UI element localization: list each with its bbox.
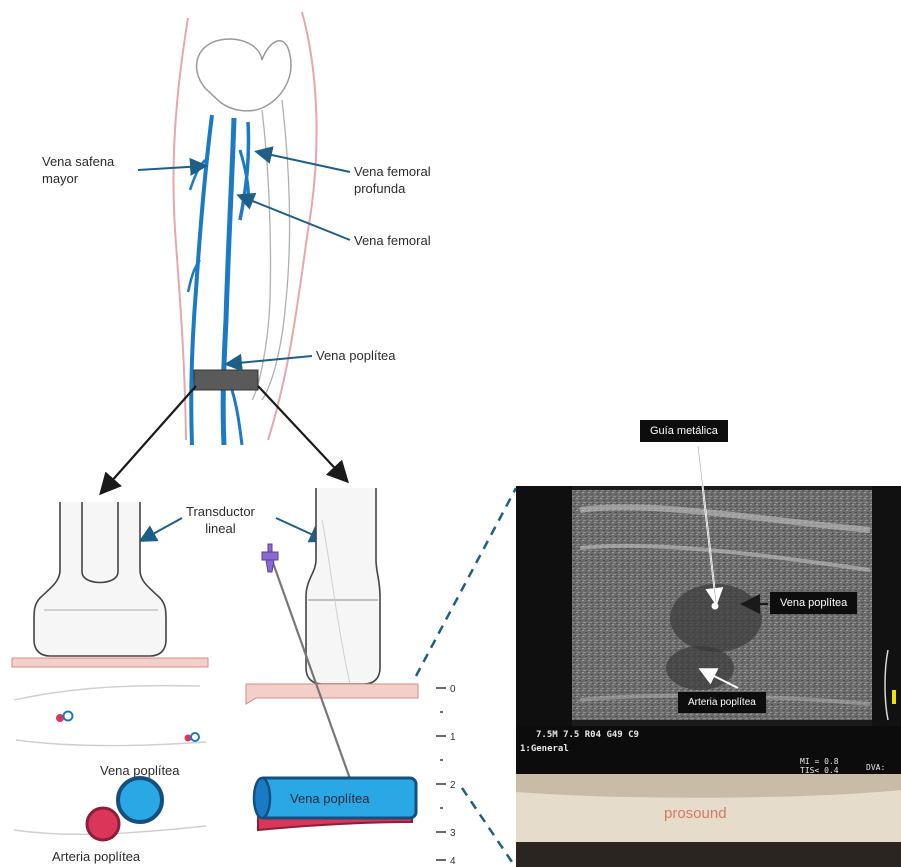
dashed-line-top bbox=[416, 488, 516, 676]
us-guidewire-dot bbox=[712, 603, 719, 610]
arrow-to-cross-section bbox=[102, 386, 196, 492]
label-vena-safena-mayor-line2: mayor bbox=[42, 170, 114, 187]
transducer-cross bbox=[34, 502, 166, 656]
leader-lines bbox=[138, 152, 350, 540]
leg-illustration bbox=[173, 12, 316, 445]
leader-femoral bbox=[240, 196, 350, 240]
label-vena-poplitea-cross: Vena poplítea bbox=[100, 762, 180, 779]
arrow-to-longitudinal bbox=[258, 386, 346, 480]
label-transductor-line2: lineal bbox=[186, 520, 255, 537]
small-vessels bbox=[56, 712, 199, 742]
leader-femoral-profunda bbox=[258, 152, 350, 172]
us-dva: DVA: bbox=[866, 763, 885, 772]
leader-transductor bbox=[142, 518, 182, 540]
us-right-panel bbox=[872, 486, 901, 726]
label-us-vena-poplitea: Vena poplítea bbox=[770, 592, 857, 614]
tissue-line-cross-1 bbox=[14, 686, 200, 700]
pelvis-bone bbox=[197, 39, 291, 111]
tissue-line-cross-2 bbox=[16, 740, 206, 746]
leg-skin-outline-left bbox=[173, 18, 188, 440]
leg-skin-outline-right bbox=[268, 12, 317, 440]
depth-label-1: 1 bbox=[450, 732, 456, 743]
depth-label-2: 2 bbox=[450, 780, 456, 791]
label-vena-femoral-profunda-line1: Vena femoral bbox=[354, 163, 431, 180]
us-brand: prosound bbox=[664, 805, 727, 822]
popliteal-vein-cross bbox=[118, 778, 162, 822]
label-vena-poplitea-long: Vena poplítea bbox=[290, 791, 370, 806]
us-params: 7.5M 7.5 R04 G49 C9 bbox=[536, 730, 639, 740]
skin-band-cross bbox=[12, 658, 208, 667]
us-tis: TIS< 0.4 bbox=[800, 766, 839, 775]
leader-poplitea-top bbox=[228, 356, 312, 364]
label-vena-femoral-profunda-line2: profunda bbox=[354, 180, 431, 197]
transducer-on-leg bbox=[194, 370, 258, 390]
us-artery-lumen bbox=[666, 646, 734, 690]
label-vena-safena-mayor: Vena safena mayor bbox=[42, 153, 114, 187]
popliteal-artery-cross bbox=[87, 808, 119, 840]
popliteal-vein-long-end bbox=[254, 778, 270, 818]
us-machine-bottom bbox=[516, 842, 901, 867]
femur-bone bbox=[252, 100, 289, 400]
label-vena-safena-mayor-line1: Vena safena bbox=[42, 153, 114, 170]
us-mi: MI = 0.8 bbox=[800, 757, 839, 766]
label-vena-femoral-profunda: Vena femoral profunda bbox=[354, 163, 431, 197]
us-machine-bezel bbox=[516, 774, 901, 798]
us-left-shade bbox=[516, 486, 572, 726]
depth-label-0: 0 bbox=[450, 684, 456, 695]
label-transductor-line1: Transductor bbox=[186, 503, 255, 520]
transducer-long bbox=[306, 488, 380, 684]
transducer-long-body bbox=[306, 488, 380, 684]
label-vena-poplitea-top: Vena poplítea bbox=[316, 347, 396, 364]
transducer-cross-body bbox=[34, 502, 166, 656]
label-vena-femoral: Vena femoral bbox=[354, 232, 431, 249]
skin-band-long bbox=[246, 684, 418, 704]
label-transductor-lineal: Transductor lineal bbox=[186, 503, 255, 537]
label-arteria-poplitea-cross: Arteria poplítea bbox=[52, 848, 140, 865]
dashed-line-bottom bbox=[462, 788, 512, 862]
depth-label-4: 4 bbox=[450, 856, 456, 867]
depth-scale bbox=[436, 688, 446, 860]
us-preset: 1:General bbox=[520, 744, 569, 754]
label-us-arteria-poplitea: Arteria poplítea bbox=[678, 692, 766, 713]
leader-safena bbox=[138, 166, 204, 170]
depth-label-3: 3 bbox=[450, 828, 456, 839]
label-guia-metalica: Guía metálica bbox=[640, 420, 728, 442]
us-yellow-marker bbox=[892, 690, 896, 704]
